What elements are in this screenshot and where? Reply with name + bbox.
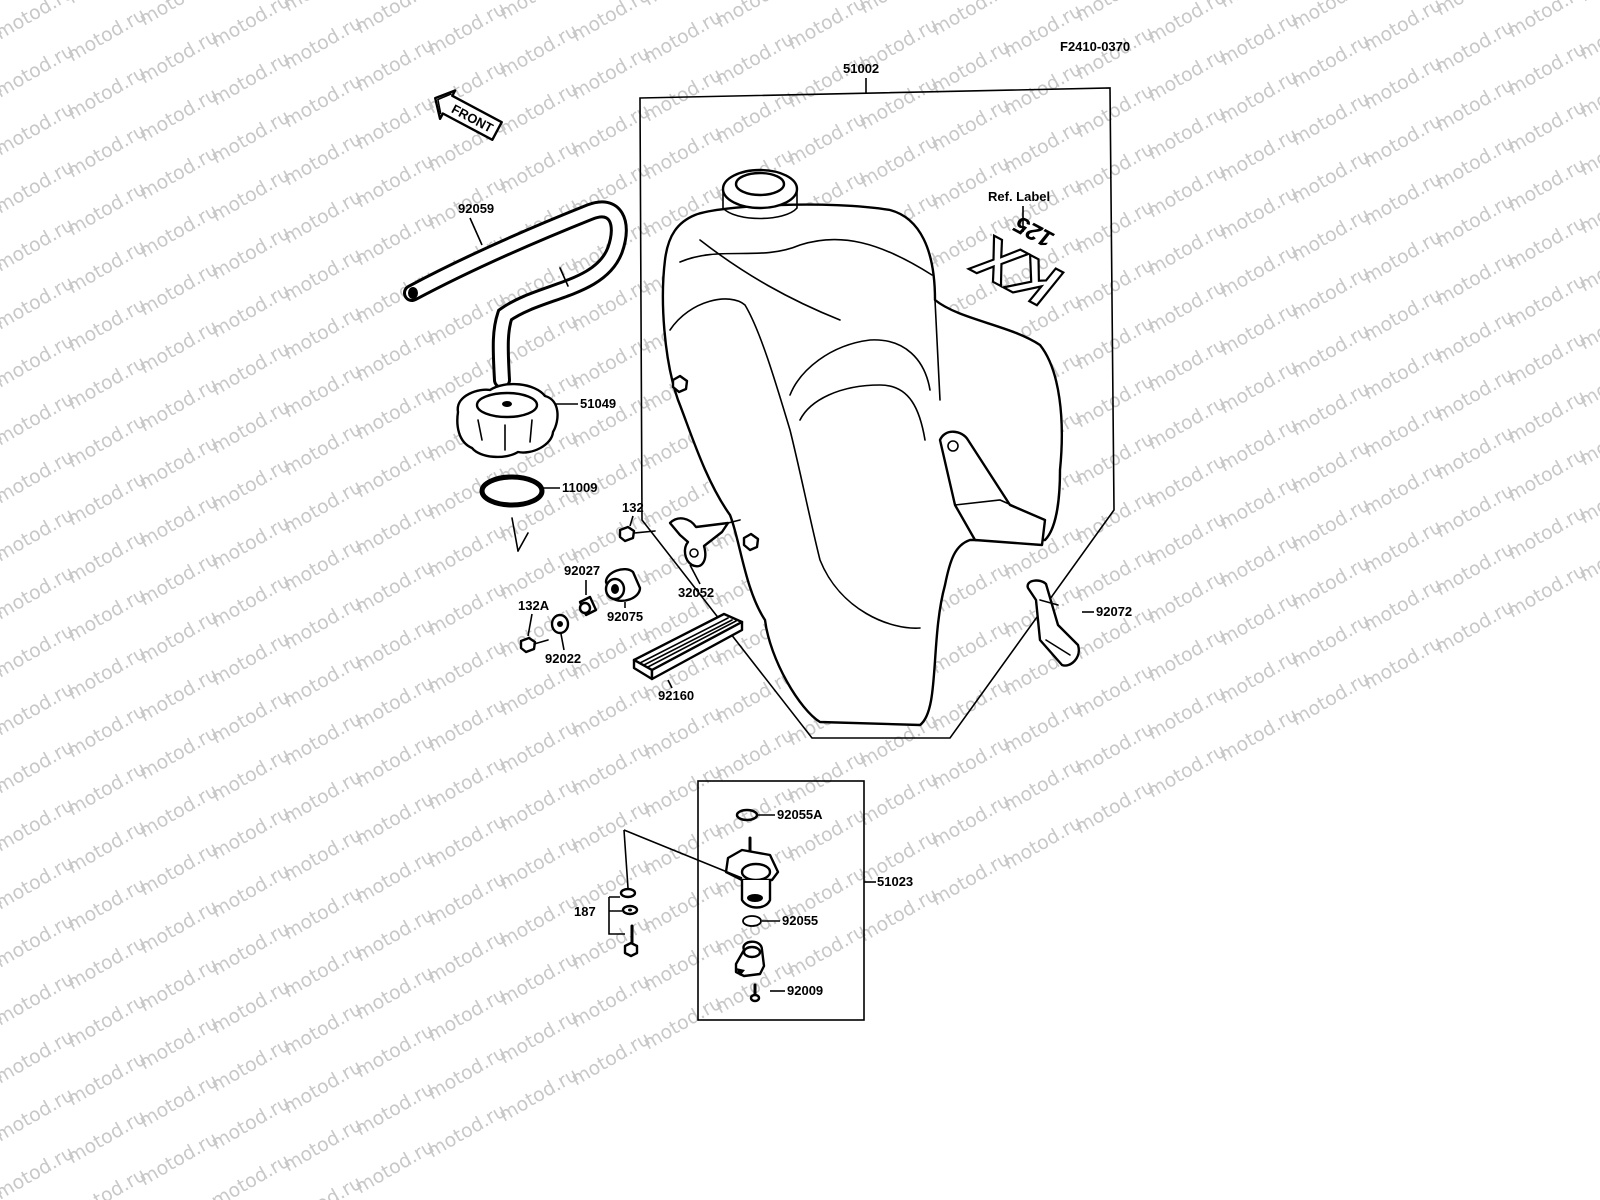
watermark-text: motod.ru bbox=[0, 0, 78, 44]
watermark-text: motod.ru bbox=[352, 0, 438, 38]
label-92022: 92022 bbox=[545, 651, 581, 666]
label-132a: 132A bbox=[518, 598, 550, 613]
ref-label: Ref. Label bbox=[988, 189, 1050, 204]
fuel-tap-box bbox=[697, 780, 865, 1021]
bolt-132 bbox=[618, 525, 656, 543]
watermark-text: motod.ru bbox=[1288, 0, 1374, 34]
watermark-text: motod.ru bbox=[208, 0, 294, 52]
strap-92072 bbox=[1026, 579, 1080, 667]
label-187: 187 bbox=[574, 904, 596, 919]
label-11009: 11009 bbox=[562, 480, 597, 495]
damper-92075 bbox=[604, 568, 642, 602]
label-51023: 51023 bbox=[877, 874, 913, 889]
label-92009: 92009 bbox=[787, 983, 823, 998]
bolt-set-187 bbox=[619, 887, 639, 958]
label-92059: 92059 bbox=[458, 201, 494, 216]
label-51002: 51002 bbox=[843, 61, 879, 76]
watermark-text: motod.ru bbox=[1144, 0, 1230, 48]
watermark-text: motod.ru bbox=[784, 0, 870, 54]
label-132: 132 bbox=[622, 500, 644, 515]
collar-92027 bbox=[578, 595, 598, 617]
breather-hose bbox=[403, 200, 628, 389]
tank-assembly-outline bbox=[639, 78, 1115, 739]
fuel-tank bbox=[661, 168, 1063, 727]
label-51049: 51049 bbox=[580, 396, 616, 411]
watermark-text: motod.ru bbox=[928, 0, 1014, 40]
o-ring-92055a bbox=[735, 808, 759, 822]
label-92072: 92072 bbox=[1096, 604, 1132, 619]
o-ring-92055 bbox=[742, 915, 762, 927]
screw-92009 bbox=[749, 983, 761, 1003]
watermark-text: motod.ru bbox=[712, 0, 798, 32]
diagram-code: F2410-0370 bbox=[1060, 39, 1130, 54]
pad-92160 bbox=[632, 612, 744, 681]
tap-lever bbox=[734, 940, 766, 978]
label-92160: 92160 bbox=[658, 688, 694, 703]
watermark-text: motod.ru bbox=[64, 1164, 150, 1200]
watermark-text: motod.ru bbox=[1360, 0, 1446, 56]
label-92055a: 92055A bbox=[777, 807, 823, 822]
label-92075: 92075 bbox=[607, 609, 643, 624]
label-92055: 92055 bbox=[782, 913, 818, 928]
fuel-cap bbox=[456, 382, 559, 459]
watermark-text: motod.ru bbox=[1576, 0, 1600, 6]
label-32052: 32052 bbox=[678, 585, 714, 600]
watermark-text: motod.ru bbox=[280, 1172, 366, 1200]
washer-92022 bbox=[550, 613, 570, 635]
cap-gasket bbox=[479, 474, 545, 552]
bolt-132a bbox=[519, 636, 549, 654]
watermark-text: motod.ru bbox=[1504, 0, 1590, 42]
label-92027: 92027 bbox=[564, 563, 600, 578]
bracket-32052 bbox=[668, 517, 741, 568]
watermark-text: motod.ru bbox=[568, 0, 654, 46]
